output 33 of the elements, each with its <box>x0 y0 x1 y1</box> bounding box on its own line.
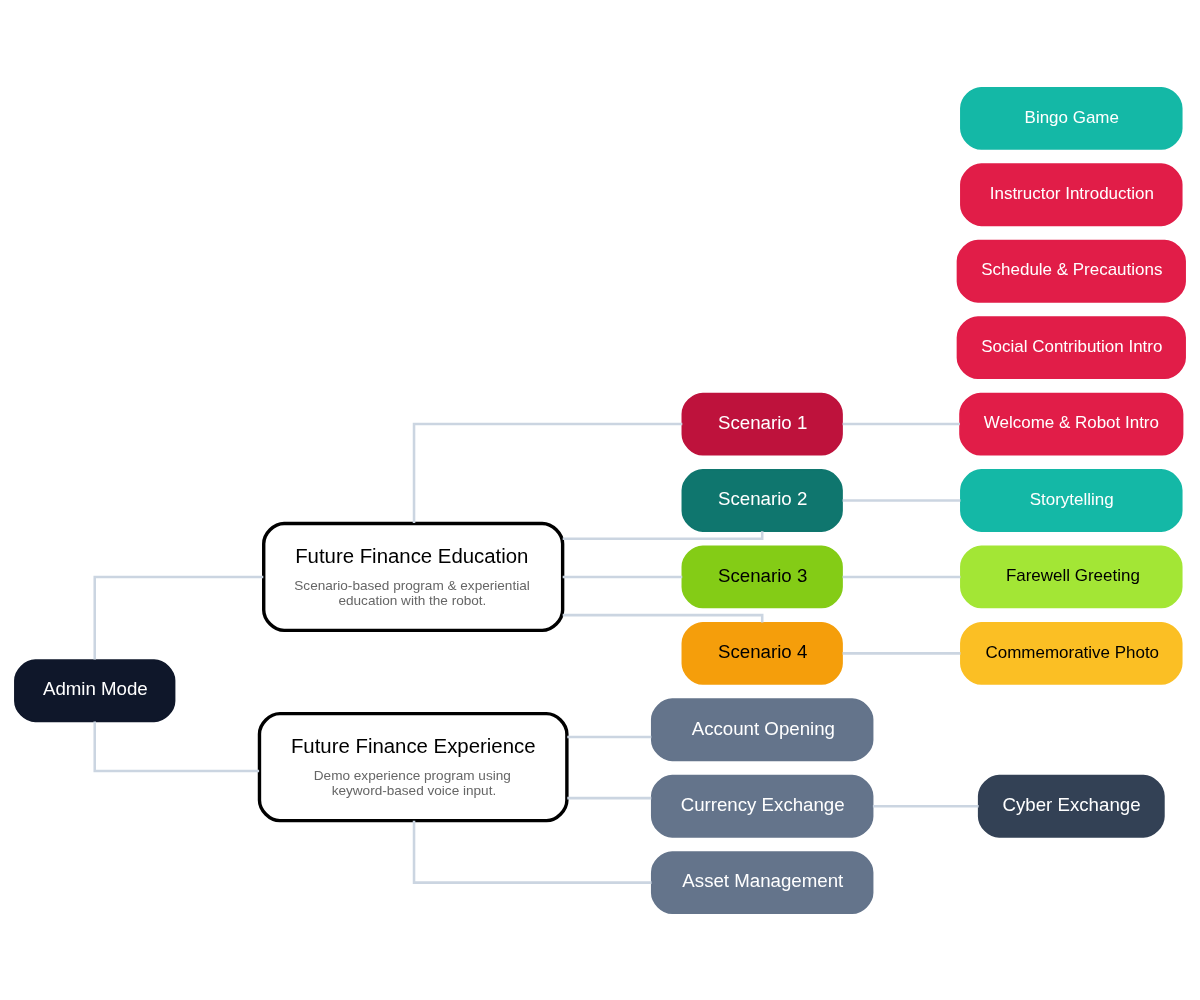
connector <box>93 721 260 772</box>
node-box: Social Contribution Intro <box>956 315 1186 379</box>
connector <box>412 820 652 884</box>
node-box: Future Finance Experience Demo experience program using keyword-based voice input. <box>257 711 569 822</box>
connector <box>562 575 683 578</box>
connector <box>842 498 961 502</box>
node-box: Storytelling <box>960 468 1183 532</box>
node-box: Scenario 3 <box>681 545 843 608</box>
node-box: Welcome & Robot Intro <box>959 392 1184 455</box>
node-box: Scenario 2 <box>681 468 843 532</box>
node-box: Instructor Introduction <box>960 162 1183 226</box>
node-box: Commemorative Photo <box>960 621 1183 685</box>
node-box: Schedule & Precautions <box>956 239 1186 303</box>
node-box: Farewell Greeting <box>960 545 1183 608</box>
node-box: Bingo Game <box>960 86 1183 150</box>
node-box: Account Opening <box>650 697 874 761</box>
node-box: Cyber Exchange <box>977 774 1165 838</box>
connector <box>562 613 764 622</box>
connector <box>567 735 652 738</box>
connector <box>872 804 979 807</box>
node-box: Scenario 1 <box>681 392 843 455</box>
connector <box>93 575 264 660</box>
connector <box>562 530 764 540</box>
node-box: Future Finance Education Scenario-based program & experiential education with the robot. <box>262 521 565 632</box>
connector <box>412 422 683 523</box>
connector <box>842 575 961 578</box>
connector <box>842 422 960 425</box>
connector <box>842 651 961 655</box>
node-box: Currency Exchange <box>650 774 874 838</box>
connector <box>567 796 652 799</box>
node-box: Asset Management <box>650 850 874 914</box>
node-box: Scenario 4 <box>681 621 843 685</box>
node-box: Admin Mode <box>14 658 176 722</box>
